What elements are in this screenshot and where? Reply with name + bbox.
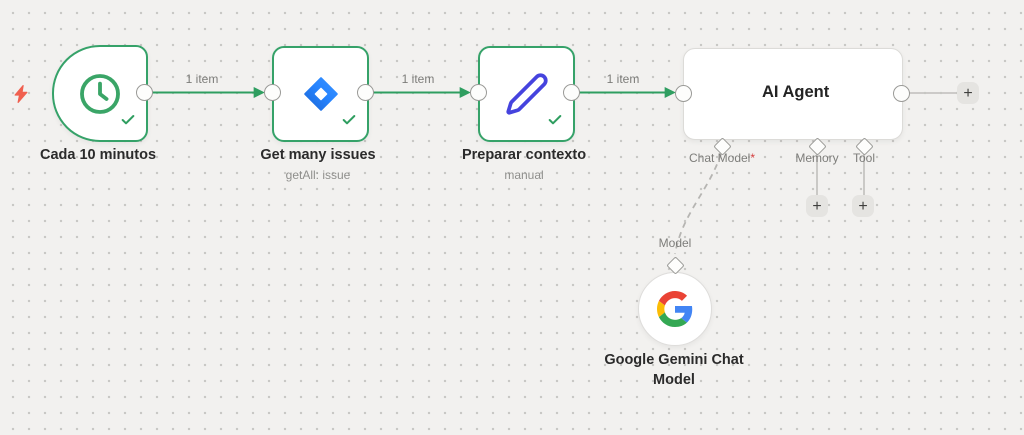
connection-items-label: 1 item bbox=[185, 72, 219, 86]
pencil-icon bbox=[504, 72, 549, 117]
required-asterisk: * bbox=[750, 151, 756, 165]
output-endpoint-jira[interactable] bbox=[356, 84, 374, 101]
jira-icon bbox=[300, 73, 342, 115]
node-preparar-contexto[interactable] bbox=[478, 46, 575, 142]
success-check-icon bbox=[341, 112, 357, 133]
clock-icon bbox=[77, 71, 123, 117]
node-schedule-trigger[interactable] bbox=[52, 45, 148, 142]
success-check-icon bbox=[120, 112, 136, 133]
google-icon bbox=[657, 291, 693, 327]
output-endpoint-agent[interactable] bbox=[892, 84, 910, 102]
output-endpoint-set[interactable] bbox=[562, 84, 580, 101]
node-title-agent: AI Agent bbox=[762, 83, 830, 101]
node-subtitle-jira: getAll: issue bbox=[285, 168, 351, 182]
output-endpoint-trigger[interactable] bbox=[135, 84, 153, 101]
node-title-jira: Get many issues bbox=[260, 147, 376, 163]
input-endpoint-set[interactable] bbox=[469, 84, 487, 101]
port-label-model: Model bbox=[658, 236, 692, 250]
node-title-gemini: Google Gemini Chat Model bbox=[604, 352, 744, 388]
node-title-set: Preparar contexto bbox=[461, 147, 587, 163]
node-gemini-chat-model[interactable] bbox=[638, 272, 712, 346]
node-get-many-issues[interactable] bbox=[272, 46, 369, 142]
add-tool-button[interactable]: + bbox=[852, 195, 874, 217]
input-endpoint-jira[interactable] bbox=[263, 84, 281, 101]
connection-items-label: 1 item bbox=[606, 72, 640, 86]
success-check-icon bbox=[547, 112, 563, 133]
connection-items-label: 1 item bbox=[401, 72, 435, 86]
node-ai-agent[interactable] bbox=[683, 48, 903, 140]
node-subtitle-set: manual bbox=[504, 168, 544, 182]
input-endpoint-agent[interactable] bbox=[674, 84, 692, 102]
node-title-trigger: Cada 10 minutos bbox=[39, 147, 157, 163]
add-memory-button[interactable]: + bbox=[806, 195, 828, 217]
add-next-node-button[interactable]: + bbox=[957, 82, 979, 104]
trigger-bolt-icon bbox=[14, 85, 28, 103]
